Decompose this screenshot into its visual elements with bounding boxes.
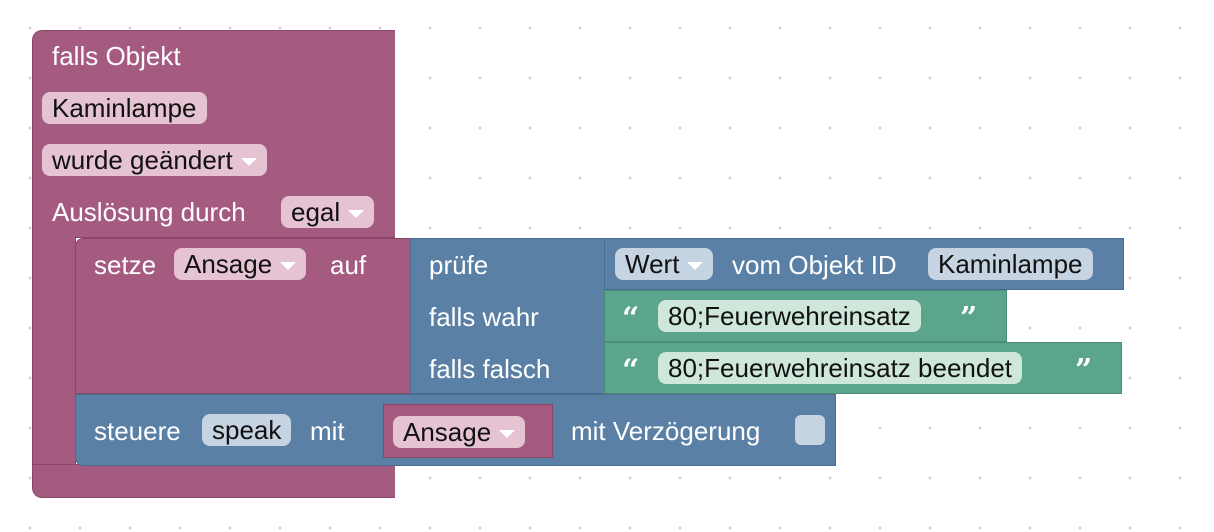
text-true-field[interactable]: 80;Feuerwehreinsatz	[658, 300, 921, 332]
chevron-down-icon	[280, 262, 297, 271]
condition-value: wurde geändert	[52, 145, 233, 175]
object-id-field[interactable]: Kaminlampe	[42, 92, 207, 124]
trigger-block-footer	[32, 464, 395, 498]
text-false-field[interactable]: 80;Feuerwehreinsatz beendet	[658, 352, 1023, 384]
false-label: falls falsch	[429, 354, 551, 384]
close-quote-icon: ”	[1075, 353, 1093, 388]
trigger-title: falls Objekt	[52, 41, 181, 71]
set-variable-dropdown[interactable]: Ansage	[174, 248, 307, 280]
true-label: falls wahr	[429, 302, 539, 332]
trigger-label: Auslösung durch	[52, 197, 246, 227]
trigger-value: egal	[291, 197, 341, 227]
delay-label: mit Verzögerung	[571, 416, 761, 446]
trigger-block-spine	[32, 236, 76, 476]
delay-checkbox[interactable]	[795, 415, 825, 445]
chevron-down-icon	[348, 210, 365, 219]
open-quote-icon: “	[622, 301, 640, 336]
variable-get-value: Ansage	[403, 417, 492, 447]
control-target-field[interactable]: speak	[202, 414, 292, 446]
open-quote-icon: “	[622, 353, 640, 388]
chevron-down-icon	[687, 262, 704, 271]
object-id-field-2[interactable]: Kaminlampe	[928, 248, 1093, 280]
control-label: steuere	[94, 416, 181, 446]
to-label: auf	[330, 250, 367, 280]
condition-dropdown[interactable]: wurde geändert	[42, 144, 267, 176]
set-label: setze	[94, 250, 157, 280]
trigger-dropdown[interactable]: egal	[281, 196, 375, 228]
variable-get-dropdown[interactable]: Ansage	[393, 416, 526, 448]
attribute-value: Wert	[625, 249, 680, 279]
with-label: mit	[310, 416, 345, 446]
ternary-block[interactable]	[410, 238, 606, 394]
chevron-down-icon	[240, 158, 257, 167]
set-variable-value: Ansage	[184, 249, 273, 279]
check-label: prüfe	[429, 250, 489, 280]
chevron-down-icon	[499, 430, 516, 439]
attribute-dropdown[interactable]: Wert	[615, 248, 714, 280]
from-object-label: vom Objekt ID	[732, 250, 897, 280]
close-quote-icon: ”	[960, 301, 978, 336]
